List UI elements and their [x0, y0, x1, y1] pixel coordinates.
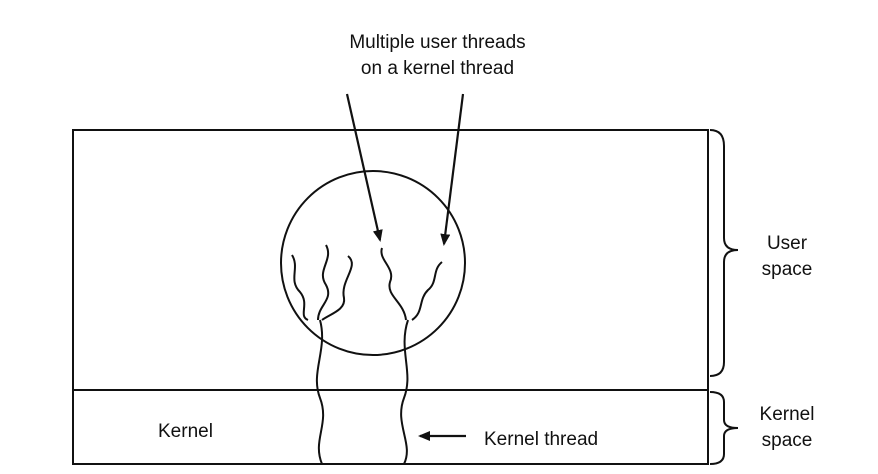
- user-thread-3: [321, 255, 353, 321]
- caption-arrow-right: [440, 93, 465, 246]
- caption-arrow-left: [345, 93, 383, 242]
- kernel-space-label: Kernel space: [742, 402, 832, 453]
- user-space-label-line-2: space: [761, 258, 813, 280]
- kernel-space-brace: [709, 391, 739, 465]
- kernel-label: Kernel: [158, 421, 213, 442]
- user-space-label: User space: [742, 231, 832, 282]
- caption-line-1: Multiple user threads: [349, 32, 526, 53]
- kernel-space-label-line-2: space: [761, 429, 813, 451]
- kernel-thread-right: [400, 319, 409, 465]
- caption: Multiple user threads on a kernel thread: [300, 30, 575, 81]
- user-thread-4: [380, 247, 407, 321]
- user-thread-2: [317, 244, 330, 321]
- kernel-space-label-line-1: Kernel: [759, 404, 815, 425]
- user-thread-1: [291, 254, 309, 321]
- user-space-brace: [709, 129, 739, 377]
- kernel-thread-label: Kernel thread: [484, 429, 599, 450]
- user-threads-circle: [280, 170, 466, 356]
- user-thread-5: [411, 261, 443, 321]
- process-box: [72, 129, 709, 465]
- caption-line-2: on a kernel thread: [360, 57, 515, 79]
- kernel-thread-left: [315, 319, 325, 465]
- user-space-label-line-1: User: [766, 233, 808, 254]
